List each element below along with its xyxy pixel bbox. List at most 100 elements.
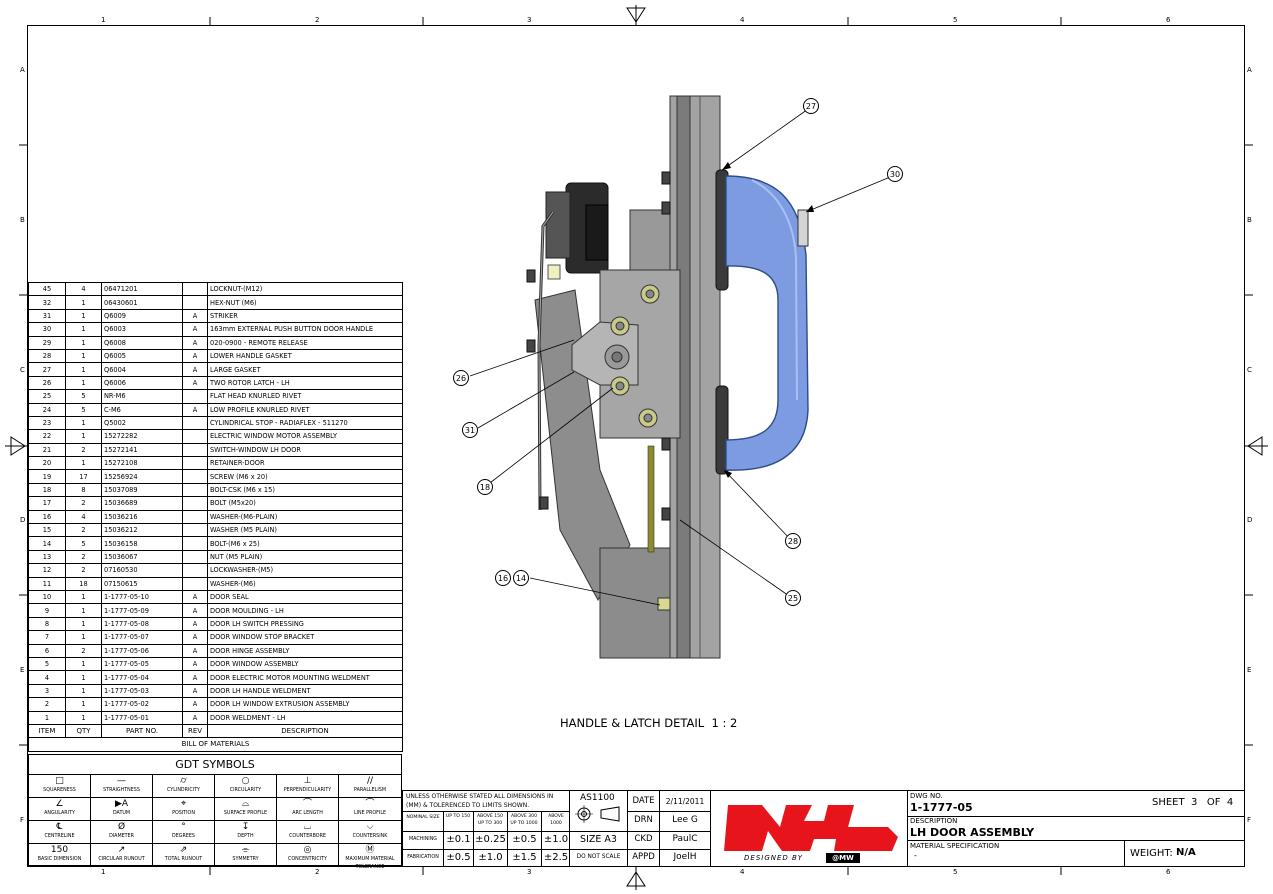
gdt-symbol-icon: ∠ (55, 799, 64, 809)
bom-description: DOOR SEAL (207, 589, 403, 605)
gdt-symbol-icon: ⇗ (179, 845, 188, 855)
bom-qty: 1 (65, 670, 102, 685)
gdt-symbol-label: CIRCULAR RUNOUT (98, 857, 145, 862)
callout-balloon: 31 (462, 422, 478, 438)
bom-item: 17 (28, 496, 66, 511)
bom-part-no: 07160530 (101, 563, 183, 578)
bom-qty: 1 (65, 348, 102, 364)
standard-label: AS1100 (580, 793, 615, 803)
bom-qty: 1 (65, 362, 102, 377)
logo-block: DESIGNED BY @MW (710, 790, 908, 867)
bom-rev (182, 415, 208, 431)
gdt-symbol-label: ANGULARITY (44, 811, 75, 816)
designer-badge: @MW (826, 853, 860, 863)
bom-rev (182, 536, 208, 551)
bom-rev (182, 482, 208, 498)
gdt-symbol-cell: °DEGREES (153, 821, 215, 844)
bom-qty: 1 (65, 656, 102, 672)
drawn-label: DRN (634, 815, 653, 825)
gdt-symbol-icon: □ (55, 776, 64, 786)
machining-tolerance: ±1.0 (543, 834, 569, 845)
bom-rev (182, 281, 208, 297)
handle-latch-detail-view (469, 95, 896, 659)
gdt-symbol-icon: Ⓜ (365, 845, 375, 855)
bom-rev (182, 523, 208, 538)
zone-row-label: D (20, 516, 26, 524)
bom-rev: A (182, 362, 208, 377)
gdt-symbol-icon: ↗ (117, 845, 126, 855)
zone-row-label: E (1247, 666, 1252, 674)
bom-qty: 2 (65, 563, 102, 578)
gdt-symbol-cell: ⌓SURFACE PROFILE (215, 798, 277, 821)
bom-part-no: NR-M6 (101, 389, 183, 404)
bom-description: TWO ROTOR LATCH - LH (207, 375, 403, 391)
gdt-symbol-icon: ○ (241, 776, 250, 786)
dwg-no: 1-1777-05 (910, 801, 973, 814)
bom-qty: 1 (65, 415, 102, 431)
bom-item: 28 (28, 348, 66, 364)
gdt-symbol-icon: ℄ (56, 822, 63, 832)
gdt-symbol-icon: ⊥ (303, 776, 312, 786)
bom-description: DOOR LH WINDOW EXTRUSION ASSEMBLY (207, 697, 403, 712)
bom-part-no: 06471201 (101, 281, 183, 297)
gdt-symbol-label: PARALLELISM (354, 788, 386, 793)
bom-description: DOOR LH SWITCH PRESSING (207, 616, 403, 632)
bom-qty: 1 (65, 308, 102, 324)
bom-item: 18 (28, 482, 66, 498)
bom-rev (182, 389, 208, 404)
bom-part-no: 15036212 (101, 523, 183, 538)
checked-by: PaulC (672, 834, 698, 844)
gdt-symbol-label: DATUM (112, 811, 131, 816)
approved-label: APPD (632, 852, 655, 862)
bom-description: ELECTRIC WINDOW MOTOR ASSEMBLY (207, 429, 403, 444)
callout-balloon: 14 (513, 570, 529, 586)
zone-row-label: C (1247, 366, 1252, 374)
bom-item: 29 (28, 335, 66, 350)
zone-row-label: F (20, 816, 25, 824)
bom-description: WASHER-(M6-PLAIN) (207, 509, 403, 525)
bom-qty: 5 (65, 389, 102, 404)
bom-part-no: 15037089 (101, 482, 183, 498)
bom-item: 6 (28, 643, 66, 658)
bom-item: 26 (28, 375, 66, 391)
gdt-symbol-label: DEPTH (237, 834, 254, 839)
zone-col-label: 5 (953, 16, 958, 24)
tolerance-block: UNLESS OTHERWISE STATED ALL DIMENSIONS I… (402, 790, 570, 867)
bom-description: DOOR LH HANDLE WELDMENT (207, 683, 403, 699)
bom-rev: A (182, 630, 208, 645)
bom-rev: A (182, 335, 208, 350)
bom-qty: 2 (65, 496, 102, 511)
bom-part-no: 15272141 (101, 442, 183, 458)
bom-qty: 1 (65, 375, 102, 391)
bom-item: 31 (28, 308, 66, 324)
bom-rev (182, 469, 208, 484)
fabrication-tolerance: ±1.0 (478, 852, 503, 863)
date-value: 2/11/2011 (665, 797, 705, 806)
material-value: - (914, 851, 917, 860)
bom-qty: 18 (65, 576, 102, 591)
checked-label: CKD (634, 834, 653, 844)
motor-bracket (534, 289, 631, 602)
zone-row-label: E (20, 666, 25, 674)
gdt-symbol-label: LINE PROFILE (353, 811, 387, 816)
gdt-symbol-label: PERPENDICULARITY (283, 788, 332, 793)
gdt-symbol-icon: ° (181, 822, 186, 832)
bom-description: LOCKWASHER-(M5) (207, 563, 403, 578)
gdt-symbol-icon: Ø (117, 822, 126, 832)
zone-row-label: F (1247, 816, 1252, 824)
gdt-symbol-label: CIRCULARITY (229, 788, 262, 793)
